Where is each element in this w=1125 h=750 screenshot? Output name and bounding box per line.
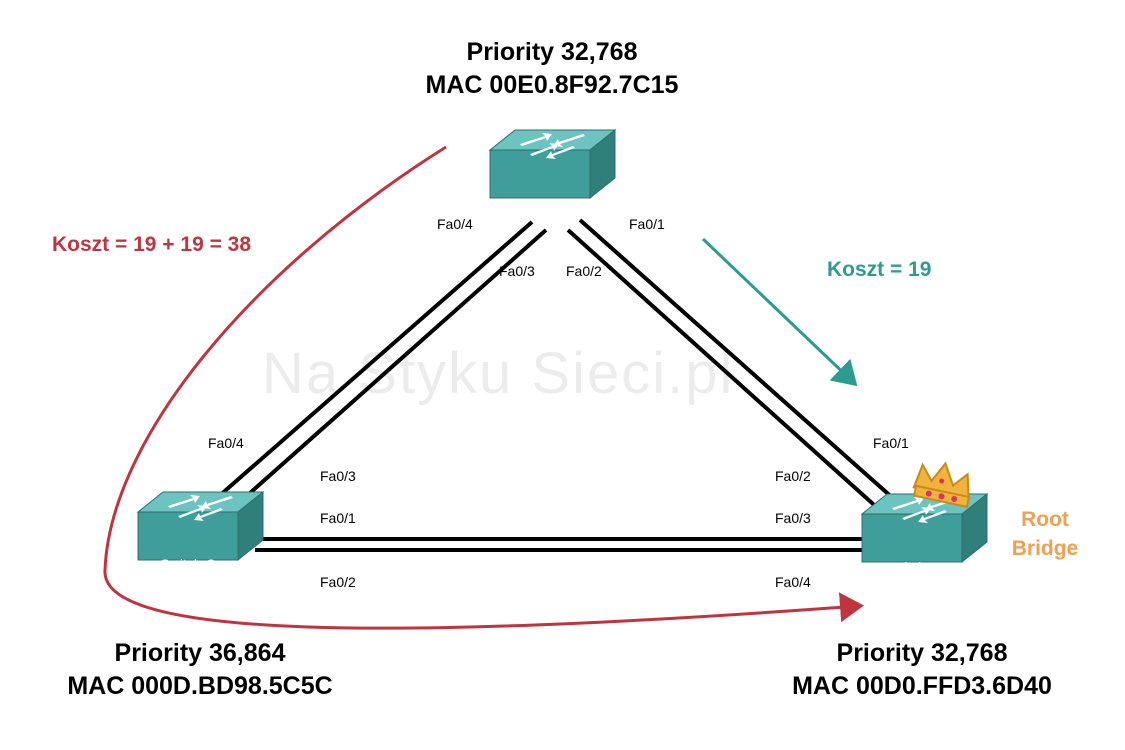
- watermark: Na Styku Sieci.pl: [262, 341, 735, 406]
- cost-via-a-label: Koszt = 19 + 19 = 38: [52, 233, 252, 256]
- port-label: Fa0/1: [873, 435, 909, 451]
- switch-c-name: Switch C: [160, 556, 215, 572]
- switch-a-info: Priority 32,768 MAC 00E0.8F92.7C15: [382, 36, 722, 102]
- switch-b-mac: MAC 00D0.FFD3.6D40: [792, 672, 1052, 700]
- port-label: Fa0/4: [775, 574, 811, 590]
- switch-b-icon[interactable]: Switch B: [861, 493, 988, 575]
- link-a-c-inner: [230, 228, 548, 511]
- port-label: Fa0/1: [320, 510, 356, 526]
- switch-b-priority: Priority 32,768: [836, 639, 1008, 667]
- switch-a-priority: Priority 32,768: [466, 38, 638, 66]
- link-a-c-outer: [216, 220, 534, 499]
- switch-a-name: Switch A: [513, 197, 567, 213]
- switch-b-name: Switch B: [885, 559, 939, 575]
- path-direct-arrow: [701, 237, 858, 387]
- port-label: Fa0/4: [208, 435, 244, 451]
- link-a-b-outer: [578, 218, 897, 502]
- path-via-a-arrow: [103, 145, 864, 630]
- port-label: Fa0/3: [775, 510, 811, 526]
- port-label: Fa0/4: [437, 216, 473, 232]
- switch-a-icon[interactable]: Switch A: [489, 129, 616, 213]
- crown-icon: [912, 461, 971, 508]
- root-bridge-label: Root Bridge: [1011, 508, 1079, 560]
- switch-c-info: Priority 36,864 MAC 000D.BD98.5C5C: [30, 637, 370, 703]
- port-label: Fa0/2: [320, 574, 356, 590]
- switch-c-priority: Priority 36,864: [114, 639, 286, 667]
- port-label: Fa0/3: [499, 263, 535, 279]
- switch-c-mac: MAC 000D.BD98.5C5C: [67, 672, 333, 700]
- switch-b-info: Priority 32,768 MAC 00D0.FFD3.6D40: [752, 637, 1092, 703]
- port-label: Fa0/2: [775, 468, 811, 484]
- port-label: Fa0/3: [320, 468, 356, 484]
- port-label: Fa0/2: [566, 263, 602, 279]
- switch-a-mac: MAC 00E0.8F92.7C15: [425, 71, 679, 99]
- link-a-b-inner: [566, 228, 884, 514]
- cost-direct-label: Koszt = 19: [827, 258, 932, 281]
- port-label: Fa0/1: [629, 216, 665, 232]
- switch-c-icon[interactable]: Switch C: [137, 491, 264, 572]
